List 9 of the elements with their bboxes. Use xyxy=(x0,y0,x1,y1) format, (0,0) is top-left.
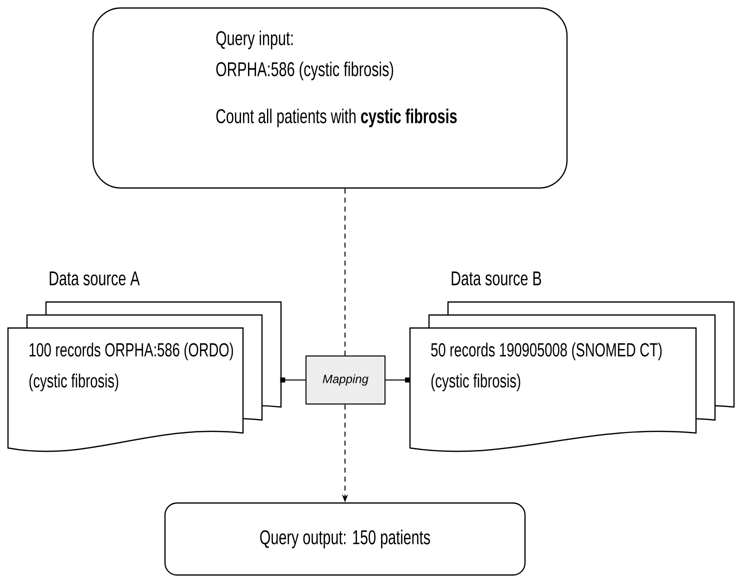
output-box: Query output: 150 patients xyxy=(164,502,526,576)
stack-heading: Data source A xyxy=(50,271,140,286)
document-stack: 50 records 190905008 (SNOMED CT) (cystic fibrosis) xyxy=(409,301,735,452)
query-box: Query input: ORPHA:586 (cystic fibrosis) Count all patients with cystic fibrosis xyxy=(92,7,568,189)
connector xyxy=(280,378,306,382)
node-text: Mapping xyxy=(322,374,368,386)
document-stack: 100 records ORPHA:586 (ORDO) (cystic fibrosis) xyxy=(7,301,282,452)
stack-heading: Data source B xyxy=(452,271,542,286)
connector xyxy=(385,378,410,382)
